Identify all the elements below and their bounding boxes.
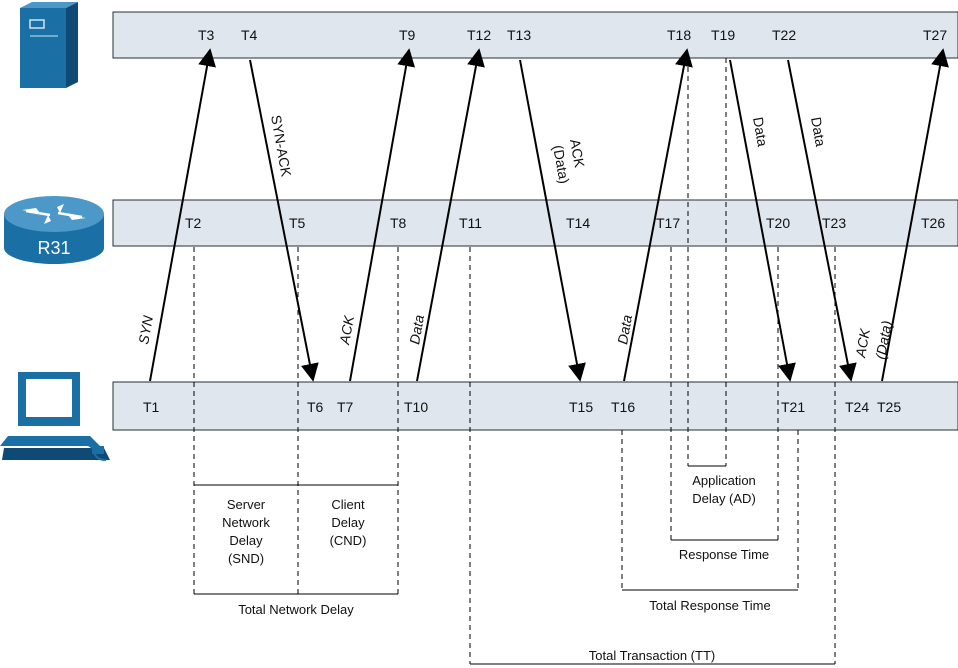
router-time-labels: T2 T5 T8 T11 T14 T17 T20 T23 T26 [185,215,945,231]
label-t25: T25 [877,399,901,415]
cnd-line-3: (CND) [330,533,367,548]
label-t4: T4 [241,27,258,43]
label-t7: T7 [337,399,354,415]
ad-line-1: Application [692,473,756,488]
ack-data-label-3: ACK [852,327,873,360]
data-label-1: Data [406,313,427,345]
total-response-time-label: Total Response Time [649,598,770,613]
label-t11: T11 [459,215,482,231]
data-label-2: Data [614,313,635,345]
ad-line-2: Delay (AD) [692,491,756,506]
label-t12: T12 [467,27,491,43]
snd-line-2: Network [222,515,270,530]
server-icon [20,2,78,88]
snd-line-3: Delay [229,533,263,548]
syn-label: SYN [135,314,156,346]
response-time-label: Response Time [679,547,769,562]
data-arrow-up-2 [623,48,693,382]
label-t20: T20 [766,215,790,231]
label-t16: T16 [611,399,635,415]
label-t19: T19 [711,27,735,43]
ack-data-arrow-up [881,48,949,382]
data-arrow-down-2 [787,59,857,382]
total-transaction-label: Total Transaction (TT) [589,648,715,663]
label-t5: T5 [289,215,306,231]
syn-ack-arrow [249,59,319,382]
computer-icon [0,372,110,461]
label-t17: T17 [656,215,680,231]
cnd-line-1: Client [331,497,365,512]
dashed-guides [193,58,836,664]
label-t1: T1 [143,399,160,415]
ack-data-label-1: ACK [567,138,588,170]
data-label-4: Data [808,116,829,148]
data-label-3: Data [750,116,771,148]
label-t13: T13 [507,27,531,43]
ack-data-label-4: (Data) [872,319,895,360]
label-t2: T2 [185,215,202,231]
label-t9: T9 [399,27,416,43]
router-label: R31 [37,238,70,258]
label-t21: T21 [781,399,805,415]
client-band [112,381,958,431]
syn-arrow [149,48,216,382]
label-t18: T18 [667,27,691,43]
server-band [112,11,958,59]
cnd-line-2: Delay [331,515,365,530]
label-t6: T6 [307,399,324,415]
snd-line-4: (SND) [228,551,264,566]
label-t3: T3 [198,27,215,43]
label-t22: T22 [772,27,796,43]
label-t27: T27 [923,27,947,43]
snd-line-1: Server [227,497,266,512]
label-t10: T10 [404,399,428,415]
router-icon: R31 [4,196,104,264]
total-network-delay-label: Total Network Delay [238,602,354,617]
label-t14: T14 [566,215,590,231]
data-arrow-up-1 [416,48,485,382]
label-t23: T23 [822,215,846,231]
label-t26: T26 [921,215,945,231]
ack-data-arrow-down [519,59,586,382]
label-t24: T24 [845,399,869,415]
ack-data-label-2: (Data) [550,144,573,185]
ack-label: ACK [336,314,357,347]
data-arrow-down-1 [729,59,796,382]
ack-arrow [349,48,416,382]
label-t8: T8 [390,215,407,231]
client-time-labels: T1 T6 T7 T10 T15 T16 T21 T24 T25 [143,399,901,415]
server-time-labels: T3 T4 T9 T12 T13 T18 T19 T22 T27 [198,27,947,43]
label-t15: T15 [569,399,593,415]
bracket-lines [194,465,835,665]
